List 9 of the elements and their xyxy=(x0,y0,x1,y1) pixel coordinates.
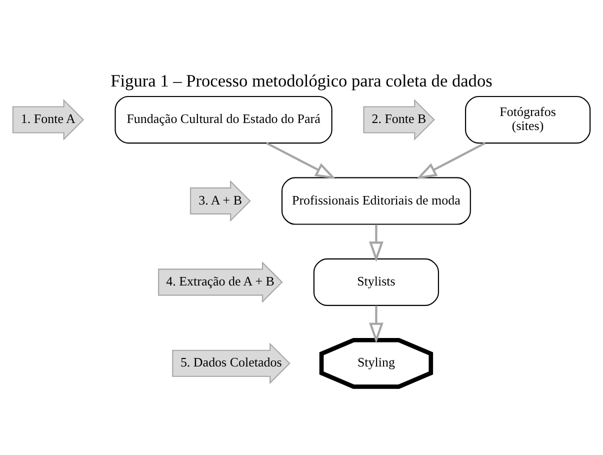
arrow xyxy=(369,306,384,344)
node-box: Fundação Cultural do Estado do Pará xyxy=(114,96,332,144)
arrow xyxy=(369,224,384,262)
node-box: Fotógrafos (sites) xyxy=(465,96,591,144)
diagram-title: Figura 1 – Processo metodológico para coleta de dados xyxy=(110,72,492,91)
arrow xyxy=(416,142,486,180)
node-box: Stylists xyxy=(313,258,440,306)
node-box: Profissionais Editoriais de moda xyxy=(281,177,471,225)
arrow xyxy=(266,142,336,180)
